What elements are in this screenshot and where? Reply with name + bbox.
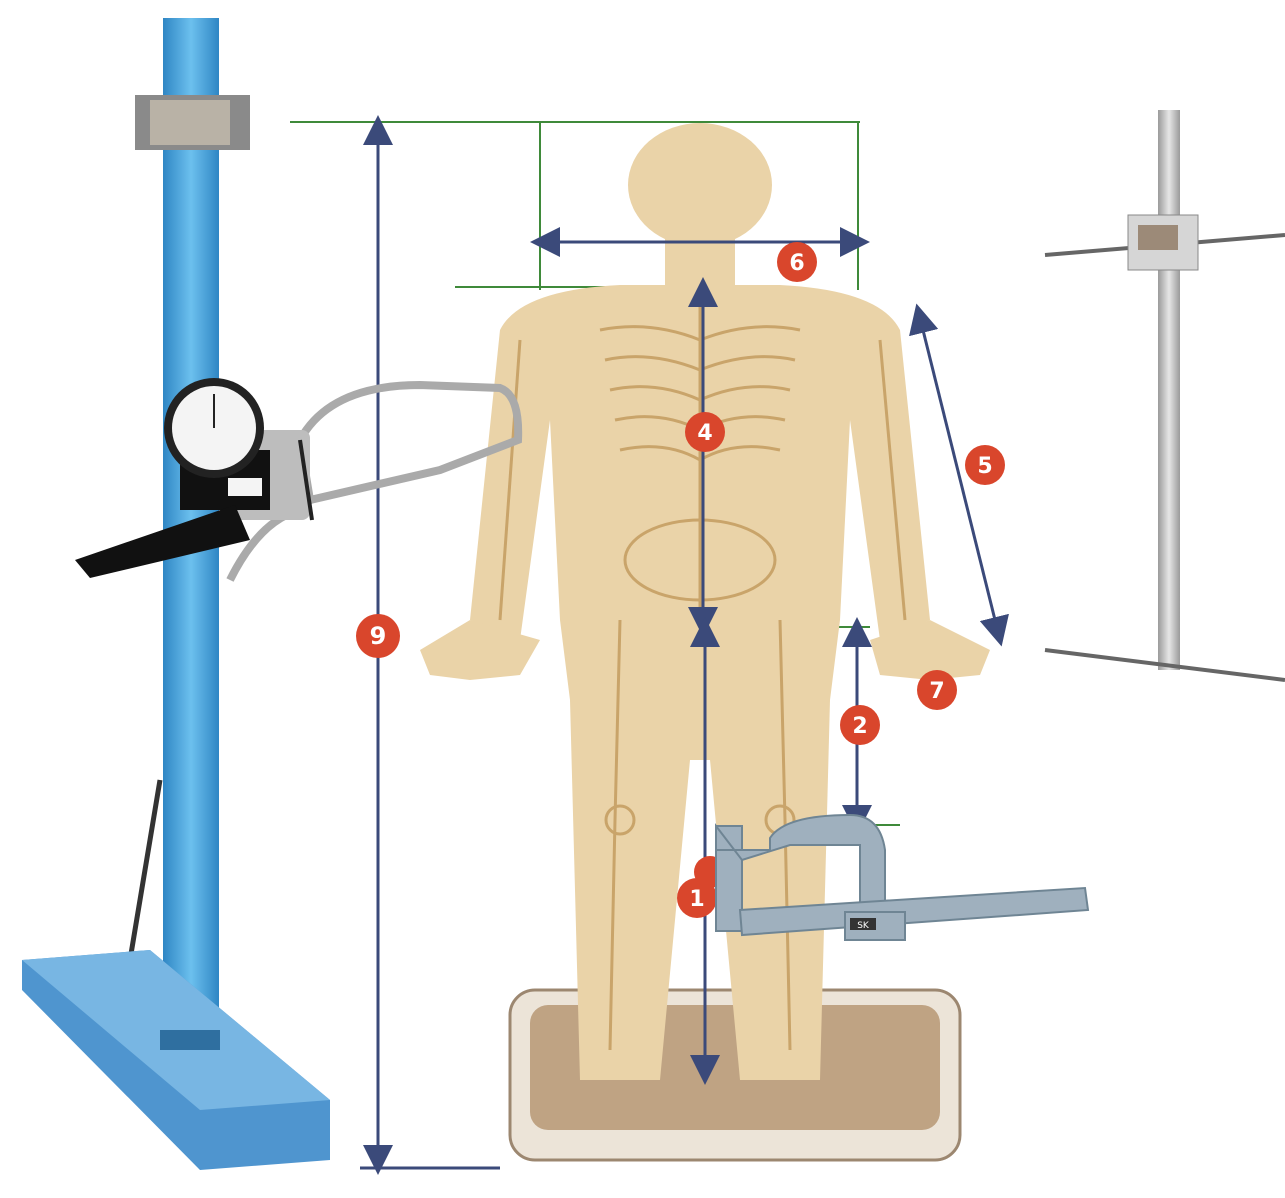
svg-text:5: 5 [977,454,992,479]
marker-4: 4 [685,412,725,452]
marker-9: 9 [356,614,400,658]
marker-2: 2 [840,705,880,745]
marker-5: 5 [965,445,1005,485]
svg-text:SK: SK [857,921,870,931]
svg-text:1: 1 [689,887,704,912]
svg-text:6: 6 [789,251,804,276]
svg-text:4: 4 [697,421,712,446]
marker-6: 6 [777,242,817,282]
anthropometer [1045,110,1285,680]
svg-text:9: 9 [370,622,387,650]
stadiometer [22,18,330,1170]
skinfold-caliper [75,378,518,580]
svg-text:2: 2 [852,714,867,739]
svg-text:7: 7 [929,679,944,704]
marker-7: 7 [917,670,957,710]
